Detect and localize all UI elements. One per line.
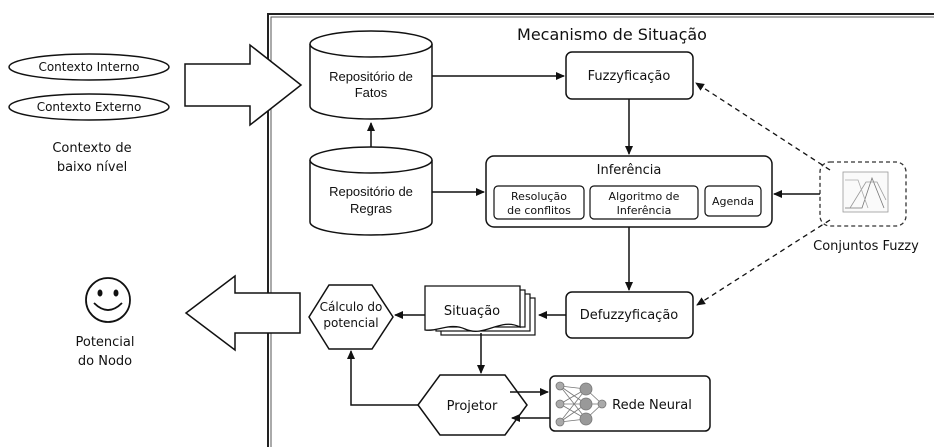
facts-repository-line1: Repositório de bbox=[329, 69, 413, 84]
rules-repository-line2: Regras bbox=[350, 201, 392, 216]
projector-to-potential-arrow bbox=[347, 350, 418, 406]
neural-network-icon bbox=[555, 381, 607, 427]
projector-label: Projetor bbox=[447, 399, 498, 414]
situation-label: Situação bbox=[444, 304, 500, 319]
inference-algorithm-line2: Inferência bbox=[617, 204, 672, 217]
inference-title: Inferência bbox=[597, 163, 662, 178]
node-potential-line2: do Nodo bbox=[78, 354, 132, 369]
low-level-context-line1: Contexto de bbox=[52, 141, 131, 156]
situation-document: Situação bbox=[424, 285, 536, 336]
internal-context-label: Contexto Interno bbox=[38, 60, 139, 74]
output-block-arrow bbox=[184, 274, 301, 352]
internal-context-ellipse bbox=[8, 53, 170, 81]
inference-algorithm-box bbox=[589, 185, 699, 220]
input-block-arrow bbox=[184, 43, 303, 127]
fuzzy-sets-to-defuzzification-arrow bbox=[696, 219, 831, 306]
inference-algorithm-line1: Algoritmo de bbox=[609, 190, 680, 203]
defuzzification-label: Defuzzyficação bbox=[580, 308, 679, 323]
fuzzification-label: Fuzzyficação bbox=[588, 69, 671, 84]
rules-repository: Repositório de Regras bbox=[309, 146, 433, 236]
conflict-resolution-line2: de conflitos bbox=[507, 204, 571, 217]
rules-repository-line1: Repositório de bbox=[329, 184, 413, 199]
conflict-resolution-line1: Resolução bbox=[511, 190, 567, 203]
neural-network-label: Rede Neural bbox=[612, 398, 692, 413]
agenda-box bbox=[704, 185, 762, 217]
facts-repository: Repositório de Fatos bbox=[309, 30, 433, 120]
fuzzy-sets-label: Conjuntos Fuzzy bbox=[813, 239, 919, 254]
mechanism-title: Mecanismo de Situação bbox=[517, 25, 707, 44]
smiley-face-icon bbox=[85, 277, 131, 323]
low-level-context-line2: baixo nível bbox=[57, 160, 127, 175]
external-context-ellipse bbox=[8, 93, 170, 121]
projector-hexagon bbox=[417, 374, 528, 436]
external-context-label: Contexto Externo bbox=[37, 100, 142, 114]
potential-calculation-hexagon bbox=[308, 284, 394, 350]
potential-calculation-line1: Cálculo do bbox=[320, 300, 383, 314]
agenda-label: Agenda bbox=[712, 195, 754, 208]
conflict-resolution-box bbox=[493, 185, 585, 220]
facts-repository-line2: Fatos bbox=[355, 85, 388, 100]
potential-calculation-line2: potencial bbox=[323, 316, 378, 330]
node-potential-line1: Potencial bbox=[75, 335, 134, 350]
fuzzy-sets-plot-icon bbox=[842, 171, 889, 213]
